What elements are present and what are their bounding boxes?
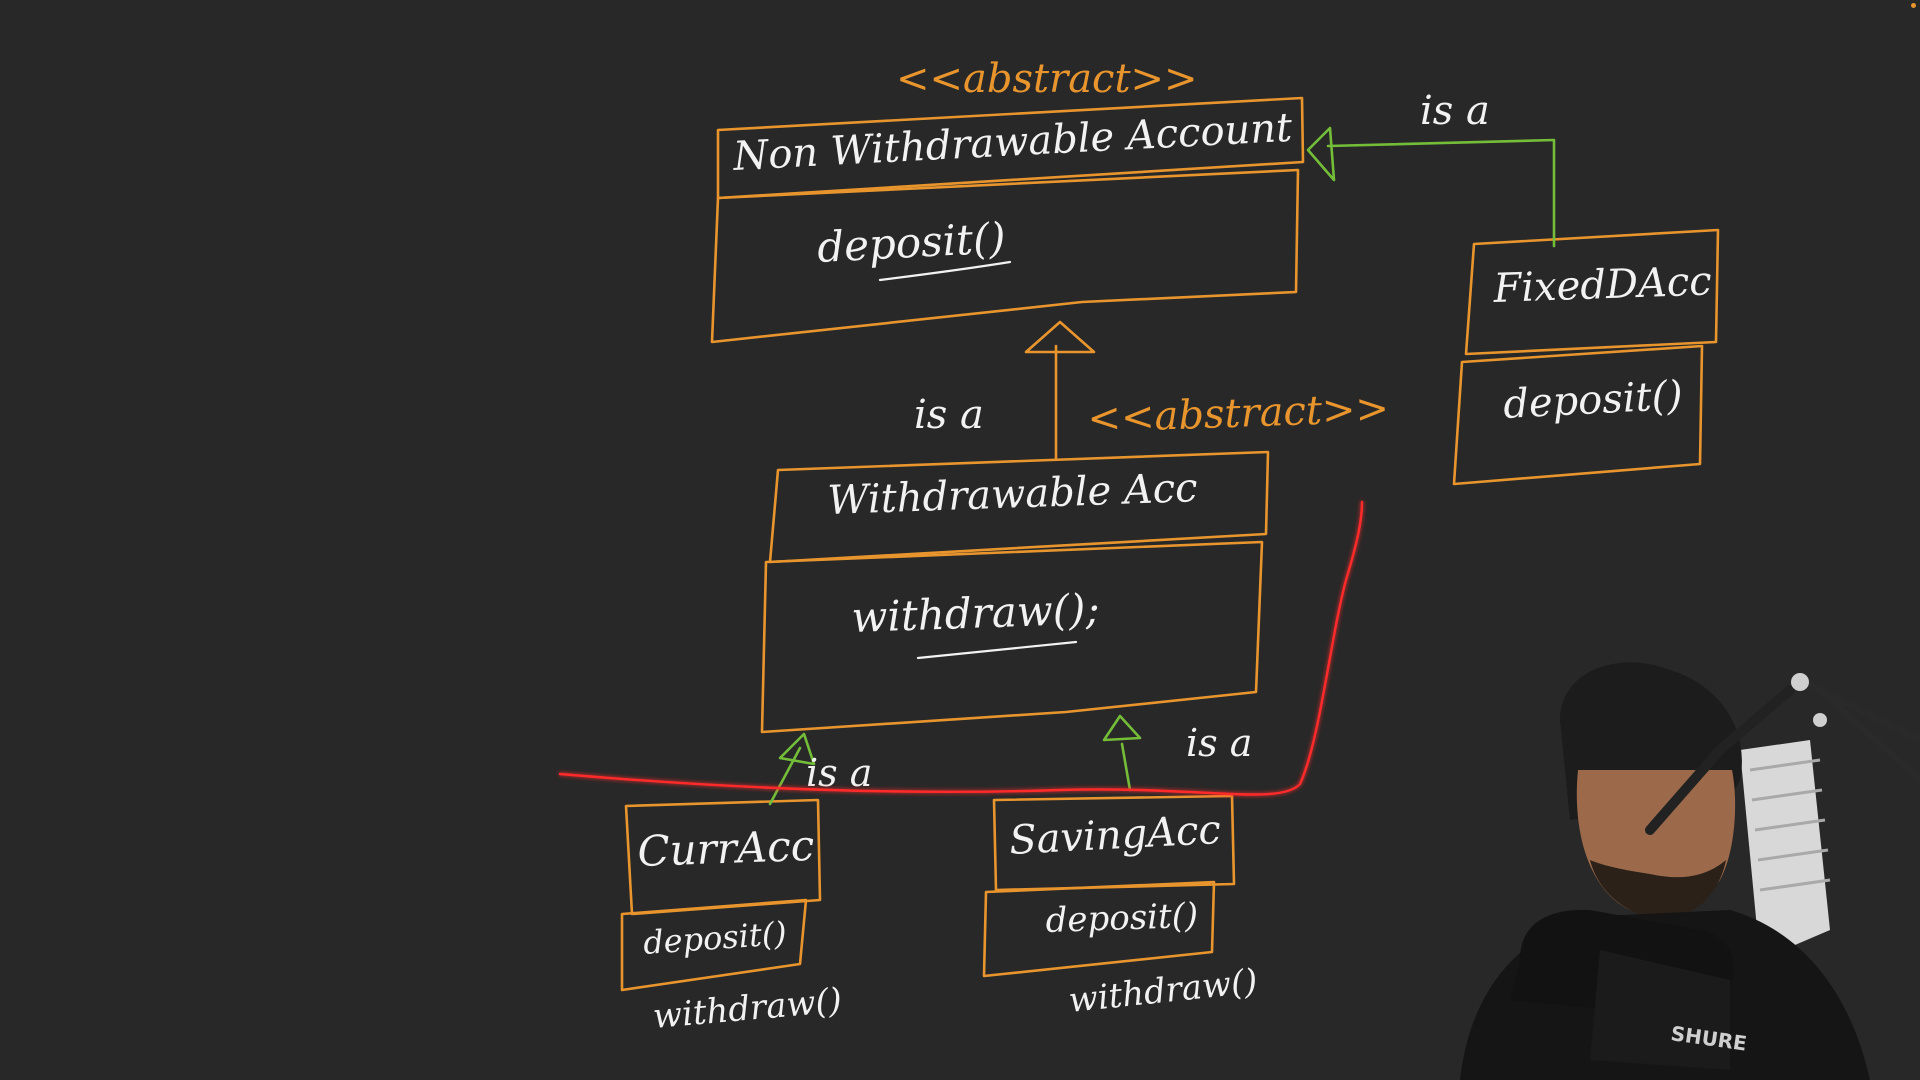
- method-withdraw: withdraw();: [851, 584, 1101, 642]
- inheritance-arrowhead-icon: [778, 732, 816, 766]
- inheritance-line: [768, 746, 802, 806]
- inheritance-fixed-to-nonwithdrawable: is a: [1306, 88, 1556, 248]
- inheritance-arrowhead-icon: [1306, 126, 1336, 182]
- class-non-withdrawable-account: <<abstract>> Non Withdrawable Account de…: [710, 56, 1305, 344]
- class-curr-acc: CurrAcc deposit() withdraw(): [620, 798, 844, 1037]
- inheritance-saving-to-withdrawable: is a: [1102, 714, 1252, 792]
- recording-indicator-dot: [1911, 3, 1916, 8]
- class-withdrawable-acc: <<abstract>> Withdrawable Acc withdraw()…: [760, 385, 1390, 734]
- class-method-box: [760, 540, 1264, 734]
- method-deposit: deposit(): [816, 213, 1007, 272]
- method-withdraw: withdraw(): [1067, 961, 1260, 1021]
- inheritance-line: [1120, 742, 1132, 792]
- inheritance-curr-to-withdrawable: is a: [768, 732, 872, 806]
- relation-label: is a: [806, 751, 872, 795]
- method-deposit: deposit(): [1045, 896, 1199, 941]
- class-name-box: [624, 798, 822, 916]
- class-method-box: [710, 168, 1300, 344]
- class-method-box: [620, 898, 808, 992]
- class-name-box: [768, 450, 1270, 564]
- class-name-box: [992, 794, 1236, 892]
- class-method-box: [1452, 344, 1704, 486]
- class-name-box: [1464, 228, 1720, 356]
- separator-curve: [558, 500, 1364, 796]
- method-deposit: deposit(): [642, 914, 788, 962]
- method-deposit: deposit(): [1502, 373, 1684, 428]
- inheritance-line: [1326, 138, 1556, 248]
- microphone-arm: [1645, 673, 1920, 835]
- class-saving-acc: SavingAcc deposit() withdraw(): [982, 794, 1260, 1021]
- class-method-box: [982, 880, 1216, 978]
- class-name: FixedDAcc: [1492, 258, 1713, 312]
- presenter-webcam-overlay: SHURE: [1460, 662, 1920, 1080]
- class-name: Withdrawable Acc: [827, 465, 1199, 524]
- inheritance-arrowhead-icon: [1102, 714, 1142, 742]
- inheritance-arrowhead-icon: [1024, 320, 1096, 354]
- microphone: SHURE: [1510, 909, 1748, 1070]
- relation-label: is a: [1186, 721, 1252, 765]
- class-name: SavingAcc: [1008, 807, 1222, 864]
- method-withdraw: withdraw(): [651, 981, 843, 1037]
- class-fixed-d-acc: FixedDAcc deposit(): [1452, 228, 1720, 486]
- class-name: CurrAcc: [637, 821, 815, 876]
- method-underline: [878, 260, 1012, 282]
- relation-label: is a: [1420, 88, 1490, 134]
- inheritance-withdrawable-to-nonwithdrawable: is a: [914, 320, 1096, 460]
- class-name-box: [716, 96, 1305, 200]
- stereotype-label: <<abstract>>: [1087, 385, 1390, 441]
- method-underline: [916, 640, 1078, 660]
- relation-label: is a: [914, 392, 984, 438]
- stereotype-label: <<abstract>>: [896, 56, 1198, 102]
- chair-backrest: [1740, 740, 1831, 960]
